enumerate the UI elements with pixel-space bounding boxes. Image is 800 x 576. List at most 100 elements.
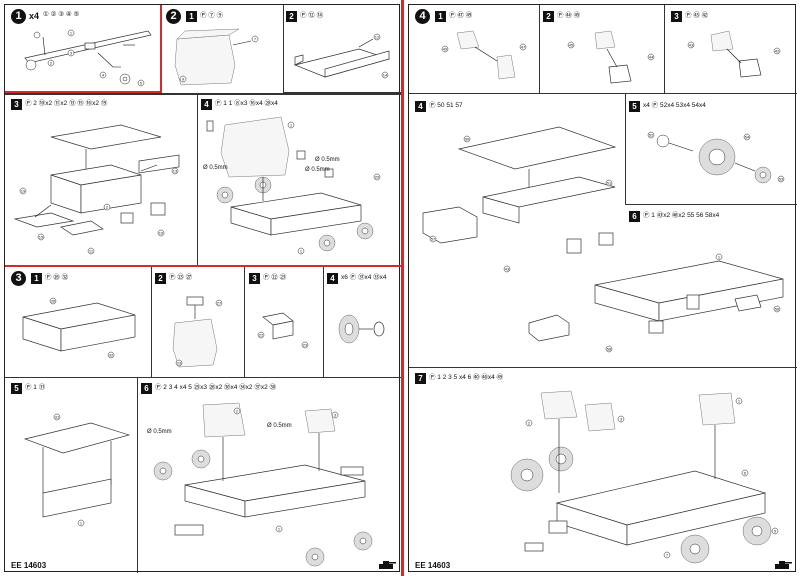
seat-diagram: 22 23 <box>257 312 309 349</box>
instruction-sheet-left: 1 x4 ① ② ③ ④ ⑤ 1 2 3 4 5 2 1 Ⓟ ⑦ ⑨ 7 9 2… <box>4 4 401 573</box>
section-number: 1 <box>11 9 26 24</box>
svg-text:10: 10 <box>159 231 164 236</box>
svg-text:3: 3 <box>620 417 623 422</box>
section-number: 4 <box>415 9 430 24</box>
svg-text:26: 26 <box>51 299 56 304</box>
axle-assembly-diagram: 1 2 3 4 5 <box>24 29 152 87</box>
section-multiplier: x4 <box>29 11 40 21</box>
svg-text:1: 1 <box>738 399 741 404</box>
step-badge: 5 <box>629 101 640 112</box>
svg-text:2: 2 <box>528 421 531 426</box>
svg-text:5: 5 <box>774 529 777 534</box>
section-number: 3 <box>11 271 26 286</box>
svg-text:7: 7 <box>666 553 669 558</box>
chassis-wheels-diagram: 1 20 1 <box>206 116 381 255</box>
parts-list: Ⓟ ㊸ ㊷ <box>685 12 709 19</box>
cab-shell-diagram: 27 23 <box>172 296 223 368</box>
parts-list: x4 Ⓟ 52x4 53x4 54x4 <box>643 102 706 109</box>
final-vehicle-diagram: 1 2 3 6 5 7 <box>510 390 779 564</box>
step-badge: 6 <box>629 211 640 222</box>
step-badge: 3 <box>671 11 682 22</box>
svg-text:43: 43 <box>505 267 510 272</box>
svg-text:2: 2 <box>50 61 53 66</box>
svg-text:52: 52 <box>649 133 654 138</box>
step-badge: 2 <box>286 11 297 22</box>
svg-text:2: 2 <box>236 409 239 414</box>
step-badge: 4 <box>415 101 426 112</box>
hole-size-label: Ø 0.5mm <box>305 167 330 173</box>
parts-list: Ⓟ ㊹ ㊺ <box>557 12 581 19</box>
svg-text:11: 11 <box>89 249 94 254</box>
svg-text:53: 53 <box>779 177 784 182</box>
hole-size-label: Ø 0.5mm <box>203 165 228 171</box>
parts-list: Ⓟ ㉓ ㉗ <box>169 274 193 281</box>
chassis-frame-diagram: 1 43 56 58 <box>503 232 784 353</box>
svg-text:57: 57 <box>431 237 436 242</box>
svg-text:7: 7 <box>254 37 257 42</box>
step-badge: 2 <box>155 273 166 284</box>
fender-diagram: 43 42 <box>687 30 781 78</box>
hole-size-label: Ø 0.5mm <box>147 429 172 435</box>
cab-body-diagram: 7 9 <box>174 28 259 86</box>
svg-text:2: 2 <box>106 205 109 210</box>
parts-list: Ⓟ 2 ⑩x2 ⑪x2 ⑬ ⑮ ⑯x2 ⑲ <box>25 100 108 107</box>
wing-panel-diagram: 49 47 <box>441 30 527 80</box>
step-panel <box>323 267 401 377</box>
sheet-code: EE 14603 <box>11 561 47 570</box>
svg-text:43: 43 <box>689 43 694 48</box>
step-badge: 6 <box>141 383 152 394</box>
tank-icon <box>379 561 396 569</box>
section-divider <box>5 91 160 93</box>
hole-size-label: Ø 0.5mm <box>267 423 292 429</box>
svg-text:19: 19 <box>21 189 26 194</box>
parts-list: x6 Ⓟ ㉛x4 ㉝x4 <box>341 274 387 281</box>
parts-list: Ⓟ ㉖ ㉜ <box>45 274 69 281</box>
svg-text:1: 1 <box>300 249 303 254</box>
svg-text:58: 58 <box>607 347 612 352</box>
svg-text:47: 47 <box>521 45 526 50</box>
step-badge: 7 <box>415 373 426 384</box>
svg-text:20: 20 <box>375 175 380 180</box>
svg-text:27: 27 <box>217 301 222 306</box>
svg-text:54: 54 <box>745 135 750 140</box>
fender-diagram: 45 44 <box>567 30 655 84</box>
flatbed-diagram: 12 14 <box>293 33 391 79</box>
step-panel <box>5 93 401 95</box>
svg-text:5: 5 <box>140 81 143 86</box>
vehicle-assembly-diagram: 2 3 1 <box>153 402 373 567</box>
svg-text:9: 9 <box>182 77 185 82</box>
hole-size-label: Ø 0.5mm <box>315 157 340 163</box>
svg-text:4: 4 <box>102 73 105 78</box>
section-divider <box>5 265 401 267</box>
svg-text:31: 31 <box>55 415 60 420</box>
svg-text:42: 42 <box>775 49 780 54</box>
wheel-hub-diagram <box>338 314 385 344</box>
svg-text:23: 23 <box>177 361 182 366</box>
step-badge: 3 <box>11 99 22 110</box>
svg-text:51: 51 <box>607 181 612 186</box>
step-badge: 2 <box>543 11 554 22</box>
sheet-divider <box>401 0 404 576</box>
parts-list: Ⓟ 1 ㉛ <box>25 384 46 391</box>
svg-text:44: 44 <box>649 55 654 60</box>
parts-list: Ⓟ 2 3 4 x4 5 ㉕x3 ㉖x2 ㉚x4 ㉞x2 ㊲x2 ㊳ <box>155 384 277 391</box>
svg-text:15: 15 <box>39 235 44 240</box>
step-panel <box>151 267 245 377</box>
parts-list: Ⓟ 50 51 57 <box>429 102 463 109</box>
step-badge: 1 <box>435 11 446 22</box>
parts-list: Ⓟ 1 1 ⑧x3 ⑯x4 ⑳x4 <box>215 100 278 107</box>
svg-text:23: 23 <box>303 343 308 348</box>
platform-diagram: 50 51 57 <box>422 126 617 244</box>
svg-text:49: 49 <box>443 47 448 52</box>
svg-text:45: 45 <box>569 43 574 48</box>
svg-text:22: 22 <box>259 333 264 338</box>
svg-text:1: 1 <box>718 255 721 260</box>
parts-list: Ⓟ ㊼ ㊾ <box>449 12 473 19</box>
chassis-exploded-diagram: 19 13 2 11 15 10 <box>13 124 180 255</box>
rear-bed-diagram: 26 32 <box>22 297 136 359</box>
step-panel <box>409 93 797 94</box>
sheet-code: EE 14603 <box>415 561 451 570</box>
svg-text:1: 1 <box>70 31 73 36</box>
tank-icon <box>775 561 792 569</box>
svg-text:13: 13 <box>173 169 178 174</box>
